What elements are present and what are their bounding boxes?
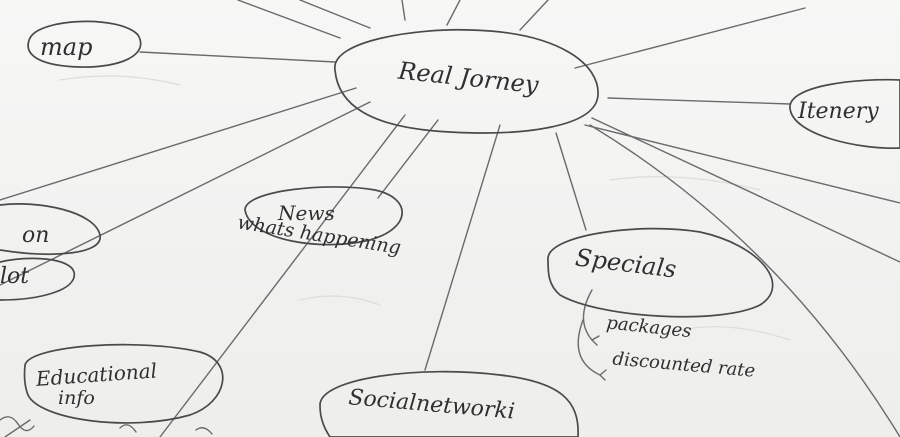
- node-info-label: info: [58, 387, 95, 409]
- node-map-label: map: [40, 33, 92, 61]
- node-educational-label: Educational: [34, 358, 157, 390]
- node-news-label: News: [277, 201, 335, 225]
- node-itinerary-label: Itenery: [797, 99, 879, 124]
- node-lot: lot: [0, 257, 75, 301]
- node-map: map: [27, 20, 142, 68]
- center-node: Real Jorney: [334, 28, 599, 134]
- node-discounted-rate-label: discounted rate: [612, 348, 756, 381]
- node-educational: Educational info: [23, 343, 224, 424]
- node-on: on: [0, 203, 101, 255]
- node-specials-label: Specials: [574, 243, 678, 283]
- node-social-networking-label: Socialnetworki: [347, 385, 515, 424]
- node-social-networking: Socialnetworki: [319, 370, 579, 437]
- node-lot-label: lot: [0, 264, 29, 289]
- paper-texture: [59, 75, 791, 341]
- scribble-fragments: [0, 416, 213, 435]
- node-itinerary: Itenery: [789, 78, 900, 149]
- node-on-label: on: [22, 223, 49, 248]
- center-label: Real Jorney: [396, 56, 540, 99]
